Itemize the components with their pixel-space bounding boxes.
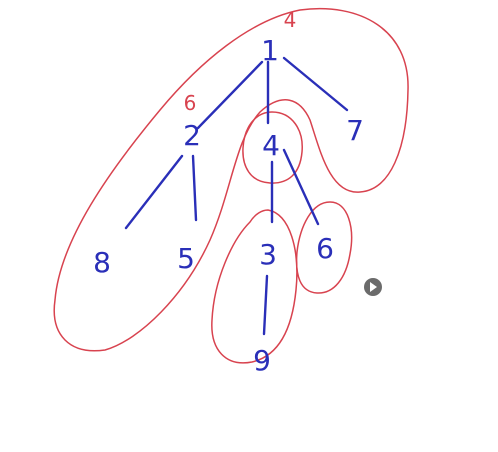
edge-1-7 (282, 56, 349, 112)
node-9-label: 9 (253, 344, 271, 377)
edge-2-5 (191, 154, 198, 222)
node-5-label: 5 (177, 242, 195, 275)
play-button[interactable] (364, 278, 382, 296)
node-3-label: 3 (259, 238, 277, 271)
edge-1-2 (196, 60, 264, 130)
node-8-label: 8 (93, 246, 111, 279)
node-6-label: 6 (316, 232, 334, 265)
play-icon (370, 282, 377, 292)
node-2-label: 2 (183, 119, 201, 152)
node-7-label: 7 (346, 114, 364, 147)
node4-circle (242, 111, 303, 184)
node-1-label: 1 (261, 34, 279, 67)
node3-9-loop (211, 209, 298, 364)
node-4-label: 4 (262, 129, 280, 162)
annotation-node2-label: 6 (184, 91, 197, 115)
edge-4-6 (282, 148, 320, 226)
edge-2-8 (124, 154, 184, 230)
annotation-top-label: 4 (284, 8, 297, 32)
large-enclosure-loop (53, 8, 409, 352)
edge-3-9 (262, 274, 269, 336)
node6-loop (295, 201, 353, 294)
